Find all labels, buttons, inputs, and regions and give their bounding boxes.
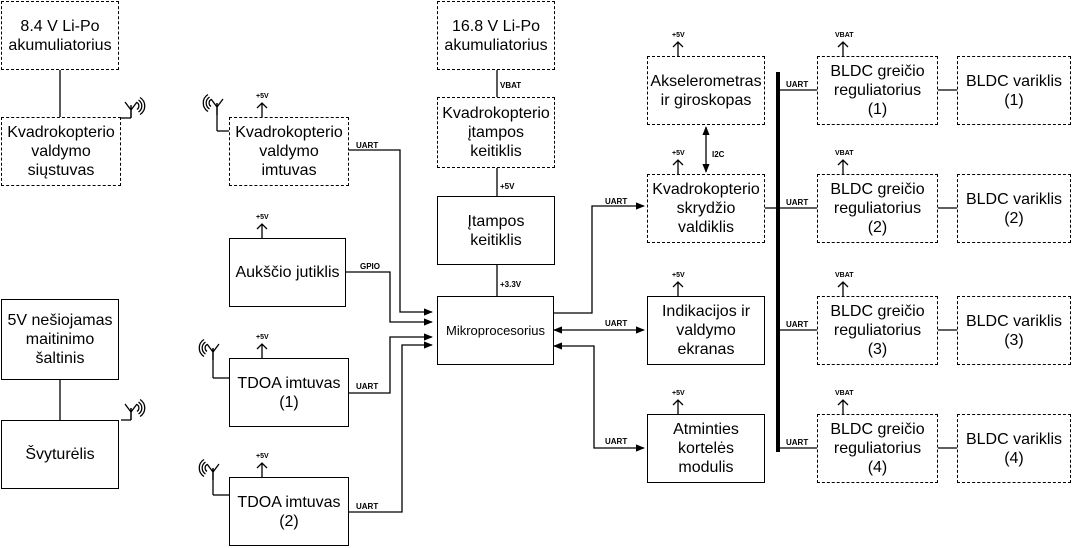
sd-card-module-block: Atminties kortelės modulis xyxy=(647,414,765,483)
vbat-supply-esc3: VBAT xyxy=(835,272,854,279)
altimeter-block: Aukščio jutiklis xyxy=(229,238,346,307)
uart-label-esc-top: UART xyxy=(786,80,809,89)
v5-supply-tdoa2: +5V xyxy=(256,453,269,460)
control-receiver-block: Kvadrokopterio valdymo imtuvas xyxy=(229,117,349,186)
lipo-8v-battery-block: 8.4 V Li-Po akumuliatorius xyxy=(1,1,119,70)
power-supply-arrow-icon xyxy=(837,41,849,56)
antenna-icon xyxy=(198,458,220,480)
control-transmitter-block: Kvadrokopterio valdymo siųstuvas xyxy=(1,117,121,186)
vbat-supply-esc1: VBAT xyxy=(835,32,854,39)
vbat-supply-esc2: VBAT xyxy=(835,150,854,157)
v5-supply-altimeter: +5V xyxy=(256,214,269,221)
uart-label-fc: UART xyxy=(605,197,628,206)
uart-label-display: UART xyxy=(605,319,628,328)
v33-label-mcu: +3.3V xyxy=(500,280,522,289)
voltage-converter-block: Įtampos keitiklis xyxy=(437,196,555,265)
v5-supply-sd: +5V xyxy=(672,390,685,397)
imu-block: Akselerometras ir giroskopas xyxy=(647,56,765,125)
v5-supply-fc: +5V xyxy=(672,150,685,157)
gpio-label-altimeter: GPIO xyxy=(360,262,381,271)
tdoa-receiver-1-block: TDOA imtuvas (1) xyxy=(229,358,349,427)
uart-label-sd: UART xyxy=(605,437,628,446)
uart-label-tdoa2: UART xyxy=(356,502,379,511)
esc-4-block: BLDC greičio reguliatorius (4) xyxy=(817,414,938,483)
antenna-icon xyxy=(124,398,146,420)
uart-label-esc4: UART xyxy=(786,438,809,447)
power-supply-arrow-icon xyxy=(837,399,849,414)
v5-supply-tdoa1: +5V xyxy=(256,334,269,341)
beacon-block: Švyturėlis xyxy=(1,420,119,489)
power-supply-arrow-icon xyxy=(837,159,849,174)
power-supply-arrow-icon xyxy=(837,281,849,296)
uart-label-rx: UART xyxy=(356,141,379,150)
power-supply-arrow-icon xyxy=(256,223,268,238)
power-supply-arrow-icon xyxy=(672,399,684,414)
motor-3-block: BLDC variklis (3) xyxy=(957,296,1071,365)
power-supply-arrow-icon xyxy=(256,102,268,117)
power-supply-arrow-icon xyxy=(672,41,684,56)
motor-2-block: BLDC variklis (2) xyxy=(957,174,1071,243)
lipo-16v-battery-block: 16.8 V Li-Po akumuliatorius xyxy=(437,1,555,70)
display-block: Indikacijos ir valdymo ekranas xyxy=(647,296,765,365)
power-supply-arrow-icon xyxy=(672,159,684,174)
power-supply-arrow-icon xyxy=(256,343,268,358)
v5-label-converter: +5V xyxy=(500,182,515,191)
power-supply-arrow-icon xyxy=(672,281,684,296)
v5-supply-imu: +5V xyxy=(672,32,685,39)
motor-4-block: BLDC variklis (4) xyxy=(957,414,1071,483)
microprocessor-block: Mikroprocesorius xyxy=(437,296,554,365)
power-supply-arrow-icon xyxy=(256,462,268,477)
antenna-icon xyxy=(202,93,224,115)
flight-controller-block: Kvadrokopterio skrydžio valdiklis xyxy=(647,174,765,243)
uart-label-esc1: UART xyxy=(786,198,809,207)
power-bank-block: 5V nešiojamas maitinimo šaltinis xyxy=(1,299,119,380)
tdoa-receiver-2-block: TDOA imtuvas (2) xyxy=(229,477,349,546)
esc-2-block: BLDC greičio reguliatorius (2) xyxy=(817,174,938,243)
vbat-supply-esc4: VBAT xyxy=(835,390,854,397)
motor-1-block: BLDC variklis (1) xyxy=(957,56,1071,125)
vbat-label-battery: VBAT xyxy=(500,81,522,90)
uart-label-esc3: UART xyxy=(786,320,809,329)
v5-supply-rx: +5V xyxy=(256,93,269,100)
esc-1-block: BLDC greičio reguliatorius (1) xyxy=(817,56,938,125)
i2c-label-imu: I2C xyxy=(712,150,725,159)
v5-supply-display: +5V xyxy=(672,272,685,279)
antenna-icon xyxy=(124,96,146,118)
antenna-icon xyxy=(198,338,220,360)
uart-label-tdoa1: UART xyxy=(356,382,379,391)
quad-voltage-converter-block: Kvadrokopterio įtampos keitiklis xyxy=(437,97,555,168)
esc-3-block: BLDC greičio reguliatorius (3) xyxy=(817,296,938,365)
